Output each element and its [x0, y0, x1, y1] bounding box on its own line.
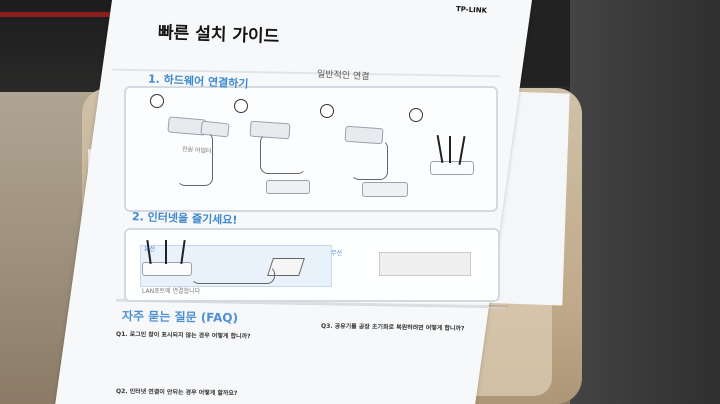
wireless-router-icon: [266, 180, 310, 194]
wireless-router-icon: [362, 182, 408, 197]
brand-logo-text: TP-LINK: [455, 5, 488, 15]
step-4-badge: [409, 108, 423, 122]
router-icon: [142, 262, 192, 276]
router-antenna-icon: [165, 240, 167, 264]
wireless-screen-placeholder: [379, 252, 471, 276]
wireless-router-icon: [430, 161, 474, 175]
wireless-label: 무선: [331, 250, 343, 257]
step-2-badge: [234, 99, 248, 113]
router-antenna-icon: [449, 136, 451, 163]
faq-title: 자주 묻는 질문 (FAQ): [121, 308, 239, 326]
cable-icon: [351, 140, 388, 180]
general-connection-label: 일반적인 연결: [316, 69, 370, 83]
hardware-section-box: [124, 86, 498, 212]
step-1-badge: [150, 94, 164, 108]
lan-connection-label: LAN포트에 연결합니다: [142, 288, 201, 295]
cable-icon: [177, 132, 213, 186]
right-shadow-area: [570, 0, 720, 404]
step-3-badge: [320, 104, 334, 118]
ethernet-cable-icon: [191, 266, 275, 284]
cable-icon: [260, 134, 306, 174]
guide-title: 빠른 설치 가이드: [157, 22, 280, 48]
